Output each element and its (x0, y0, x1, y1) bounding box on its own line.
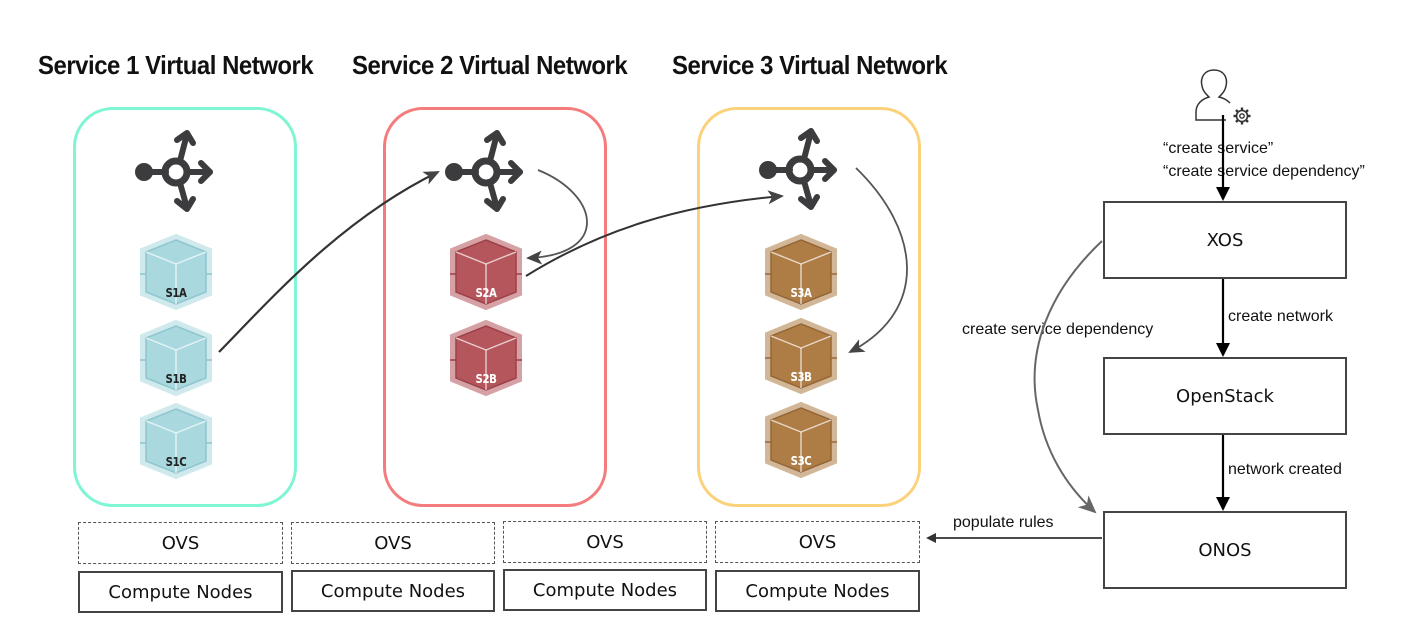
service-2-router-icon[interactable] (440, 124, 530, 214)
label-create-service-dependency: create service dependency (960, 321, 1156, 339)
vm-label: S1A (165, 286, 187, 300)
compute-nodes-box-4[interactable]: Compute Nodes (715, 570, 920, 612)
vm-s1c[interactable]: S1C (140, 403, 212, 479)
vm-s3b[interactable]: S3B (765, 318, 837, 394)
service-3-network-box (697, 107, 921, 507)
vm-label: S3C (790, 454, 812, 468)
ovs-box-2[interactable]: OVS (291, 522, 495, 564)
vm-cube-icon (450, 320, 522, 396)
vm-cube-icon (765, 402, 837, 478)
vm-cube-icon (765, 318, 837, 394)
ovs-box-1[interactable]: OVS (78, 522, 283, 564)
vm-label: S1B (165, 372, 187, 386)
vm-s3a[interactable]: S3A (765, 234, 837, 310)
vm-cube-icon (140, 403, 212, 479)
vm-label: S3A (790, 286, 812, 300)
compute-nodes-box-1[interactable]: Compute Nodes (78, 571, 283, 613)
service-3-router-icon[interactable] (754, 122, 844, 212)
ovs-box-3[interactable]: OVS (503, 521, 707, 563)
vm-s2a[interactable]: S2A (450, 234, 522, 310)
label-create-service: “create service” (1163, 140, 1274, 157)
gear-icon (1233, 107, 1251, 125)
service-1-title: Service 1 Virtual Network (38, 50, 314, 80)
vm-label: S2A (475, 286, 497, 300)
service-3-title: Service 3 Virtual Network (672, 50, 948, 80)
vm-s2b[interactable]: S2B (450, 320, 522, 396)
compute-nodes-box-2[interactable]: Compute Nodes (291, 570, 495, 612)
ovs-box-4[interactable]: OVS (715, 521, 920, 563)
openstack-box[interactable]: OpenStack (1103, 357, 1347, 435)
vm-s1b[interactable]: S1B (140, 320, 212, 396)
label-populate-rules: populate rules (953, 514, 1054, 531)
label-network-created: network created (1228, 461, 1342, 478)
vm-label: S2B (475, 372, 497, 386)
label-create-network: create network (1228, 308, 1333, 325)
xos-box[interactable]: XOS (1103, 201, 1347, 279)
label-create-service-dependency-quoted: “create service dependency” (1163, 163, 1365, 180)
vm-cube-icon (140, 320, 212, 396)
service-1-router-icon[interactable] (130, 124, 220, 214)
vm-cube-icon (450, 234, 522, 310)
vm-label: S3B (790, 370, 812, 384)
compute-nodes-box-3[interactable]: Compute Nodes (503, 569, 707, 611)
vm-s3c[interactable]: S3C (765, 402, 837, 478)
onos-box[interactable]: ONOS (1103, 511, 1347, 589)
vm-cube-icon (140, 234, 212, 310)
arrow-xos-to-onos (1033, 240, 1103, 514)
vm-s1a[interactable]: S1A (140, 234, 212, 310)
service-2-title: Service 2 Virtual Network (352, 50, 628, 80)
vm-label: S1C (165, 455, 187, 469)
vm-cube-icon (765, 234, 837, 310)
user-admin-icon[interactable] (1192, 68, 1256, 128)
